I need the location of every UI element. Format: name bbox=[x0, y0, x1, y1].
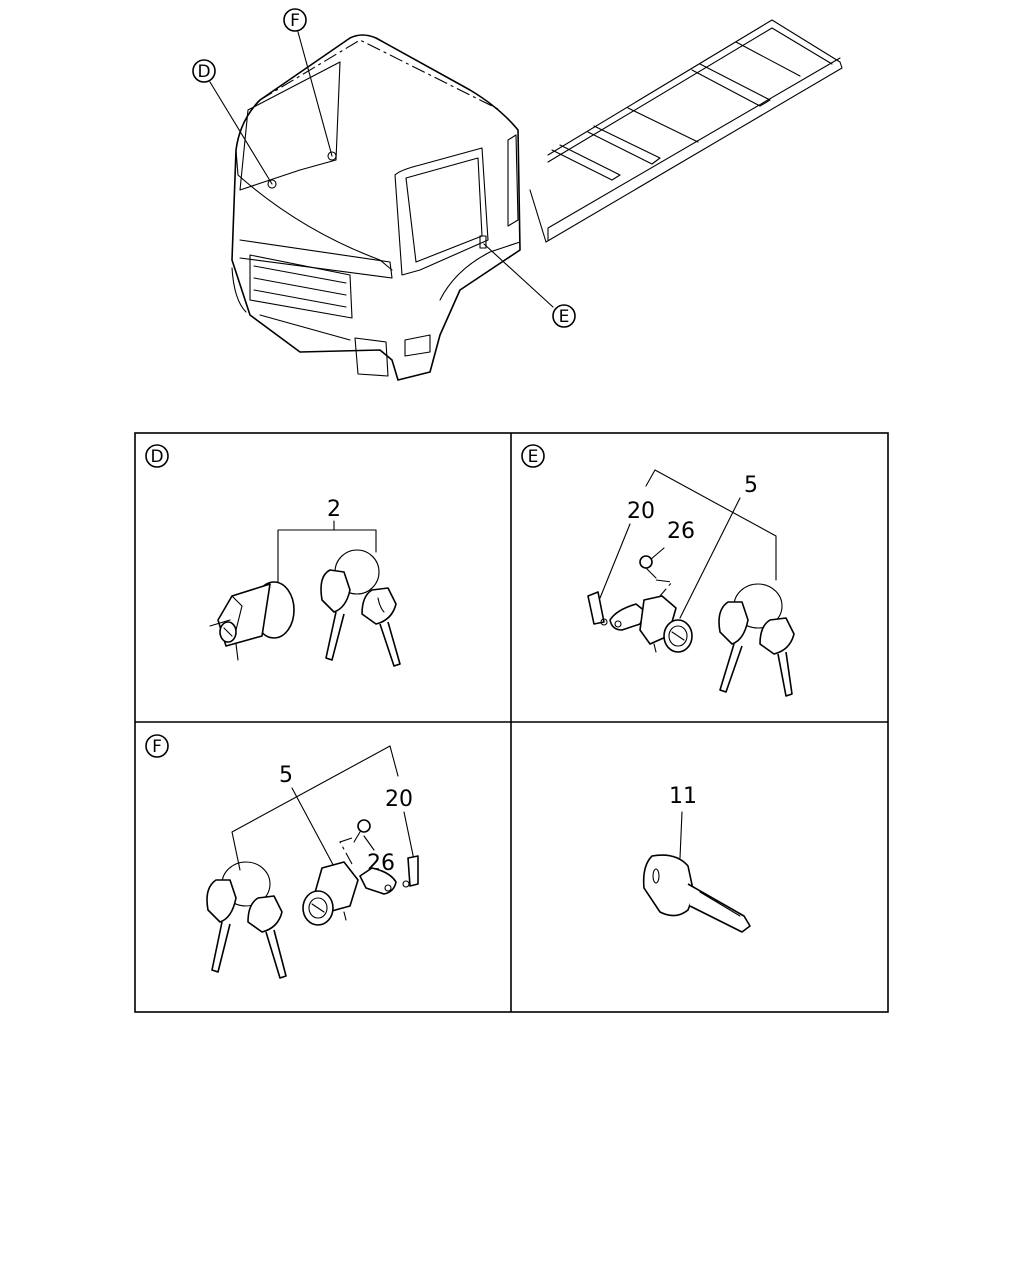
panel-d: D 2 bbox=[145, 444, 401, 667]
part-20-bracket-f bbox=[231, 745, 399, 871]
panel-d-badge: D bbox=[145, 444, 169, 468]
callout-d-label: D bbox=[197, 62, 210, 82]
callout-e-label: E bbox=[559, 307, 570, 327]
panel-e: E 20 26 5 bbox=[521, 444, 795, 697]
panel-f: F 5 20 26 bbox=[145, 734, 419, 979]
callout-e: E bbox=[552, 304, 576, 328]
callout-leaders bbox=[209, 31, 554, 308]
part-20-label-e: 20 bbox=[627, 499, 655, 524]
retainer-clip-e bbox=[587, 591, 608, 626]
truck-overview: D F E bbox=[192, 8, 843, 381]
callout-f-label: F bbox=[290, 11, 300, 31]
retainer-clip-f bbox=[402, 855, 419, 888]
part-11-label: 11 bbox=[669, 784, 697, 809]
part-5-label-f: 5 bbox=[279, 763, 293, 788]
callout-f: F bbox=[283, 8, 307, 32]
callout-d: D bbox=[192, 59, 216, 83]
panel-f-badge-label: F bbox=[152, 737, 162, 757]
part-20-bracket-e bbox=[654, 469, 777, 581]
part-26-label-e: 26 bbox=[667, 519, 695, 544]
detail-grid bbox=[134, 432, 889, 1013]
blank-key bbox=[642, 854, 751, 933]
panel-e-badge-label: E bbox=[528, 447, 539, 467]
part-2-bracket bbox=[277, 529, 377, 589]
panel-d-badge-label: D bbox=[150, 447, 163, 467]
lock-cylinder-e bbox=[609, 595, 693, 653]
screw-26-e bbox=[639, 555, 674, 597]
chassis-frame bbox=[529, 19, 843, 243]
panel-f-badge: F bbox=[145, 734, 169, 758]
key-ring-f bbox=[206, 861, 287, 979]
part-20-label-f: 20 bbox=[385, 787, 413, 812]
screw-26-f bbox=[339, 819, 371, 865]
part-5-label-e: 5 bbox=[744, 473, 758, 498]
key-ring-e bbox=[718, 583, 795, 697]
ignition-cylinder bbox=[209, 581, 295, 661]
key-ring-d bbox=[320, 549, 401, 667]
panel-g: 11 bbox=[642, 784, 751, 933]
truck-cab bbox=[231, 34, 521, 381]
panel-e-badge: E bbox=[521, 444, 545, 468]
part-2-label: 2 bbox=[327, 497, 341, 522]
lock-cylinder-f bbox=[302, 861, 397, 926]
